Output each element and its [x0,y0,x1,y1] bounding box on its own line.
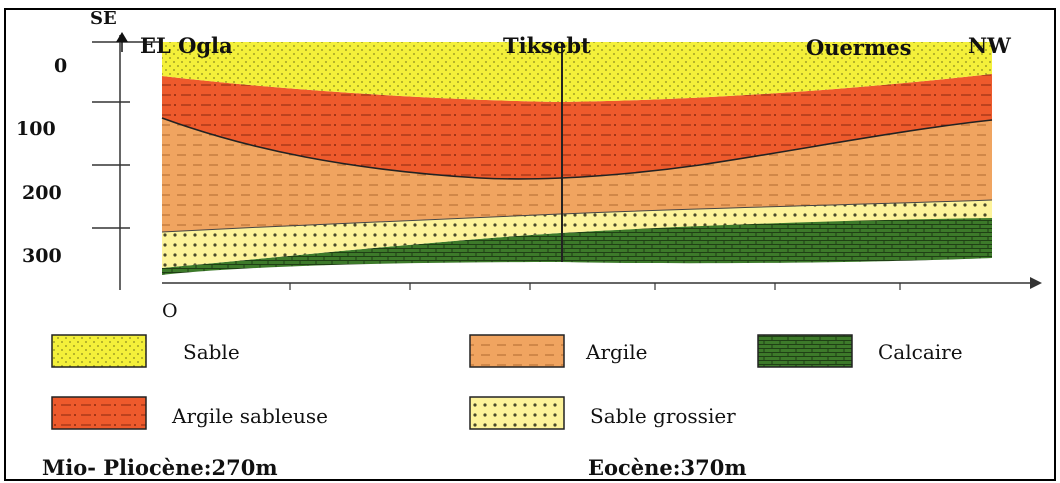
legend-swatch-calcaire [757,334,853,368]
layer-argile [162,118,992,232]
nw-label: NW [968,33,1011,58]
contact-line [161,117,993,180]
legend-swatch-sable-grossier [469,396,565,430]
layer-argile-sableuse [162,74,992,179]
layer-sable-grossier [162,200,992,268]
layer-sable [162,42,992,102]
legend-swatch-sable [51,334,147,368]
location-el-ogla: EL Ogla [140,33,233,58]
depth-label: 100 [16,118,56,140]
legend-swatch-argile-sableuse [51,396,147,430]
distance-axis-arrow [1030,277,1042,289]
origin-label: O [162,300,178,322]
contact-line [161,199,993,233]
se-arrowhead [116,32,128,42]
legend-swatch-argile [469,334,565,368]
layer-calcaire [162,215,992,275]
age-eocene: Eocène:370m [588,455,747,480]
age-mio-pliocene: Mio- Pliocène:270m [42,455,278,480]
depth-label: 200 [22,182,62,204]
legend-label-sable-grossier: Sable grossier [590,404,736,428]
depth-label: 0 [54,55,68,77]
location-tiksebt: Tiksebt [503,33,591,58]
depth-label: 300 [22,245,62,267]
legend-label-argile: Argile [586,340,648,364]
legend-label-calcaire: Calcaire [878,340,963,364]
figure-frame [4,8,1056,481]
legend-label-argile-sableuse: Argile sableuse [172,404,328,428]
location-ouermes: Ouermes [806,35,912,60]
legend-label-sable: Sable [183,340,240,364]
se-label: SE [90,8,117,29]
